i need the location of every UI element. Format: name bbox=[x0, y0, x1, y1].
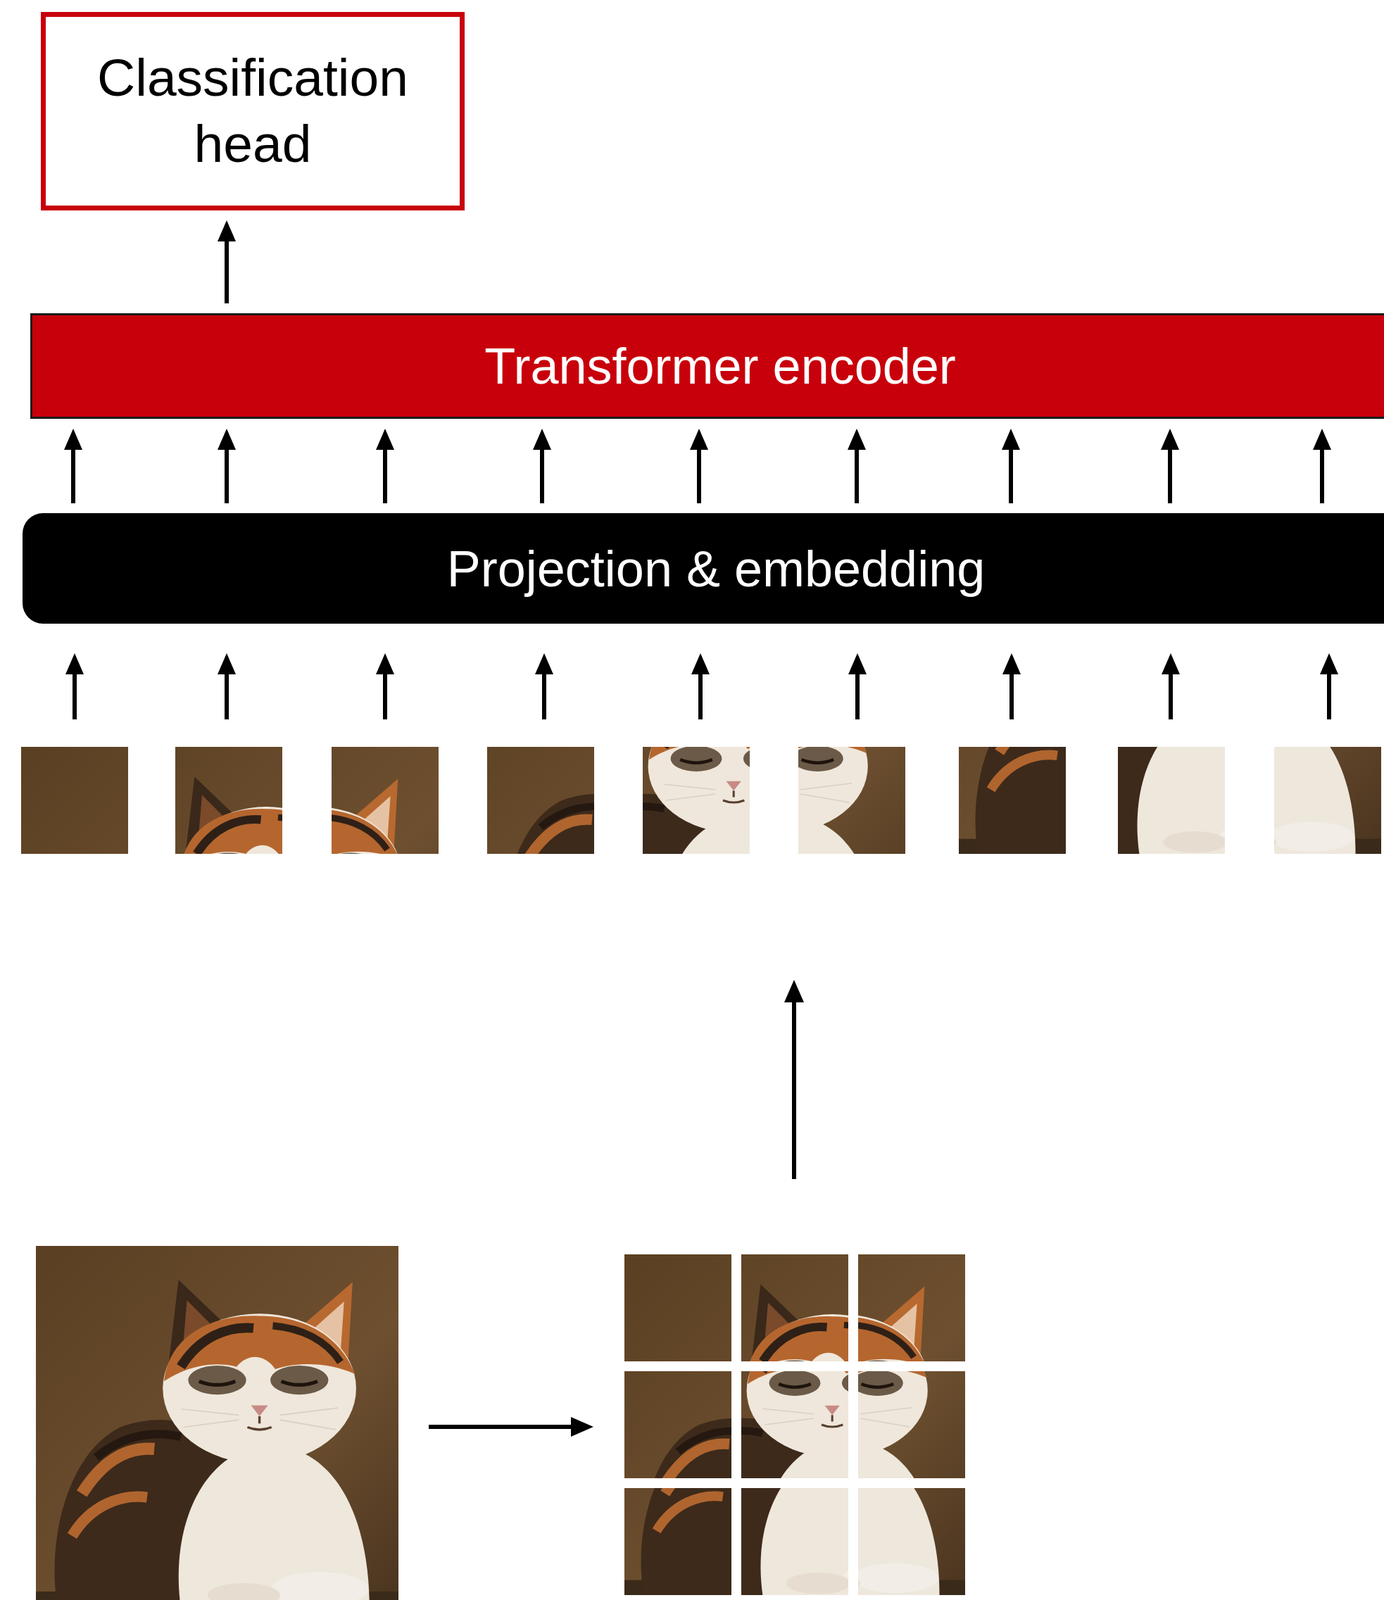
arrowhead bbox=[847, 428, 866, 450]
connector-arrow bbox=[1001, 428, 1021, 504]
node-label: Transformer encoder bbox=[484, 334, 956, 398]
patch-arrows bbox=[74, 670, 1330, 720]
connector-line bbox=[696, 447, 702, 504]
arrowhead bbox=[1001, 428, 1021, 450]
connector-line bbox=[382, 447, 388, 504]
projection-band: Projection & embedding bbox=[22, 513, 1384, 624]
node-label: Projection & embedding bbox=[447, 537, 985, 601]
node-label: Classification head bbox=[59, 45, 446, 178]
connector-line bbox=[854, 447, 859, 504]
connector-arrow bbox=[1312, 428, 1332, 504]
up-arrowhead bbox=[784, 979, 804, 1003]
arrowhead bbox=[375, 428, 395, 450]
connector-line bbox=[224, 447, 229, 504]
split-arrow bbox=[428, 1424, 576, 1430]
arrowhead bbox=[217, 220, 236, 242]
arrowhead bbox=[689, 428, 709, 450]
arrowhead bbox=[217, 428, 236, 450]
cat-image bbox=[35, 1246, 399, 1600]
grid-patch bbox=[644, 1274, 966, 1596]
connector-arrow bbox=[217, 220, 236, 304]
connector-arrow bbox=[847, 428, 866, 504]
transformer-band: Transformer encoder bbox=[30, 313, 1384, 419]
connector-arrow bbox=[375, 428, 395, 504]
connector-line bbox=[539, 447, 545, 504]
arrowhead bbox=[1312, 428, 1332, 450]
connector-arrow bbox=[532, 428, 552, 504]
up-arrow bbox=[791, 996, 797, 1180]
split-arrowhead bbox=[570, 1417, 594, 1437]
connector-line bbox=[1008, 447, 1014, 504]
patch bbox=[117, 746, 439, 1068]
connector-arrow bbox=[689, 428, 709, 504]
patch bbox=[584, 639, 906, 961]
connector-arrow bbox=[217, 428, 236, 504]
connector-line bbox=[1319, 447, 1325, 504]
connector-line bbox=[71, 447, 76, 504]
arrowhead bbox=[532, 428, 552, 450]
classification-head-box: Classification head bbox=[40, 11, 465, 211]
connector-arrow bbox=[64, 428, 83, 504]
arrowhead bbox=[1160, 428, 1180, 450]
connector-line bbox=[224, 239, 229, 304]
patch-arrowheads bbox=[65, 653, 1339, 675]
arrowhead bbox=[64, 428, 83, 450]
connector-arrow bbox=[1160, 428, 1180, 504]
connector-line bbox=[1167, 447, 1173, 504]
